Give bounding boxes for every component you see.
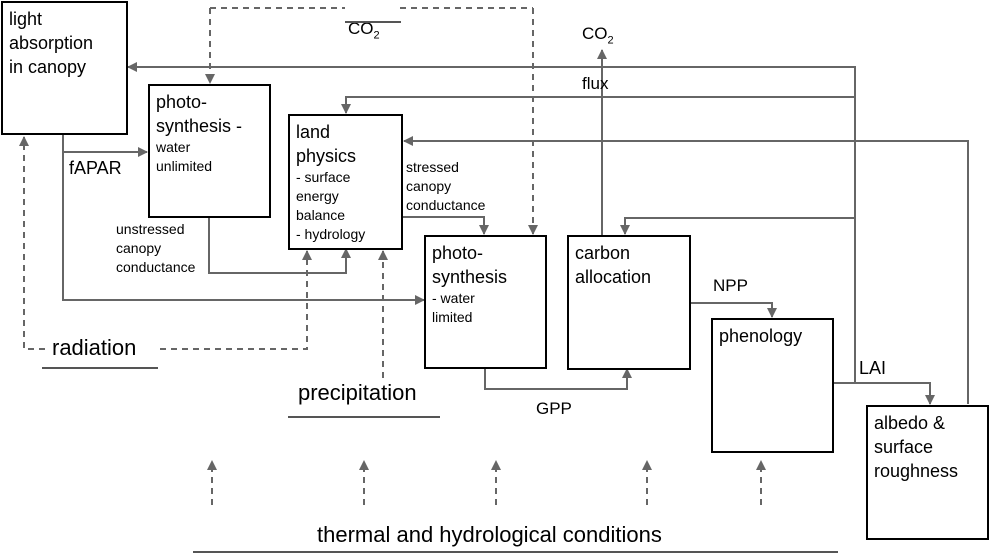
thermal-conditions-underline [193, 551, 838, 553]
carbon-allocation-title: carbon allocation [575, 243, 652, 287]
phenology-box: phenology [711, 318, 834, 453]
photosynthesis-limited-box: photo- synthesis - water limited [424, 235, 547, 369]
co2-subscript: 2 [373, 29, 380, 42]
photosynthesis-limited-title: photo- synthesis [432, 243, 508, 287]
co2-main-text: CO [348, 19, 374, 38]
radiation-label: radiation [52, 335, 137, 360]
carbon-allocation-box: carbon allocation [567, 235, 691, 370]
light-to-photosynthesis-limited-arrow [62, 152, 425, 305]
lai-label: LAI [859, 358, 887, 378]
fapar-label: fAPAR [69, 158, 122, 178]
land-physics-subtitle: - surface energy balance - hydrology [296, 169, 366, 242]
radiation-to-light-arrow [19, 136, 45, 350]
land-physics-title: land physics [296, 122, 357, 166]
phenology-to-light-arrow [127, 62, 856, 383]
stressed-conductance-label: stressed canopy conductance [406, 159, 486, 213]
lai-arrow [833, 382, 935, 405]
photosynthesis-unlimited-subtitle: water unlimited [156, 139, 213, 174]
land-physics-box: land physics - surface energy balance - … [288, 114, 403, 250]
photosynthesis-limited-subtitle: - water limited [432, 290, 475, 325]
phenology-to-photosynthesis-unlimited-arrow [341, 96, 855, 114]
light-absorption-box: light absorption in canopy [1, 1, 128, 135]
thermal-conditions-label: thermal and hydrological conditions [317, 522, 662, 547]
co2-flux-main-text: CO [582, 24, 608, 43]
gpp-arrow [484, 368, 632, 390]
light-absorption-title: light absorption in canopy [9, 9, 94, 77]
radiation-underline [42, 367, 158, 369]
albedo-box: albedo & surface roughness [866, 405, 989, 540]
co2-label: CO2 [348, 0, 380, 45]
co2-flux-label: CO2 flux [582, 1, 614, 95]
co2-flux-line2: flux [582, 74, 609, 94]
radiation-to-land-physics-arrow [160, 250, 312, 350]
npp-arrow [690, 302, 777, 318]
unstressed-conductance-label: unstressed canopy conductance [116, 221, 196, 275]
precipitation-label: precipitation [298, 380, 417, 405]
stressed-conductance-arrow [403, 216, 489, 235]
co2-flux-subscript: 2 [607, 34, 614, 47]
photosynthesis-unlimited-title: photo- synthesis - [156, 92, 243, 136]
fapar-arrow [62, 134, 148, 157]
npp-label: NPP [713, 276, 748, 295]
gpp-label: GPP [536, 399, 572, 418]
phenology-to-carbon-allocation-arrow [620, 217, 855, 235]
precipitation-underline [288, 416, 440, 418]
co2-underline [345, 21, 401, 23]
albedo-title: albedo & surface roughness [874, 413, 959, 481]
photosynthesis-unlimited-box: photo- synthesis - water unlimited [148, 84, 271, 218]
unstressed-conductance-arrow [208, 217, 351, 274]
albedo-to-land-physics-arrow [403, 136, 969, 404]
phenology-title: phenology [719, 326, 803, 346]
